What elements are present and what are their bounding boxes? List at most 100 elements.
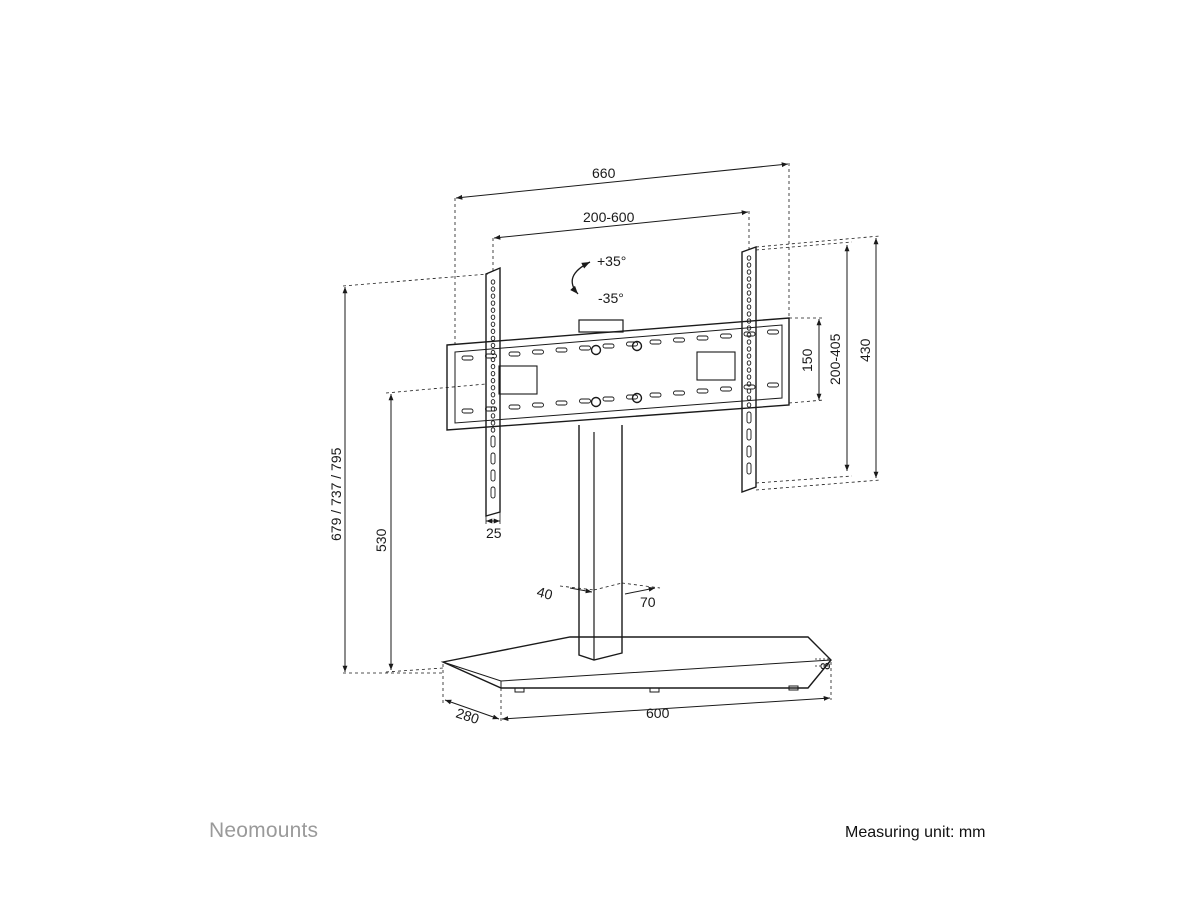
plate-slot <box>720 386 732 392</box>
mount-slot <box>746 462 752 475</box>
dim-label-plate-height: 150 <box>799 348 815 372</box>
plate-slot <box>532 349 544 355</box>
plate-slot <box>508 404 521 410</box>
mount-hole <box>490 328 496 334</box>
plate-slot <box>743 331 756 337</box>
mount-hole <box>490 349 496 356</box>
plate-slot <box>649 392 662 398</box>
mount-hole <box>746 388 752 394</box>
dim-line-column-height <box>385 383 487 673</box>
plate-slot <box>579 398 591 404</box>
mount-hole <box>490 286 496 292</box>
mount-hole <box>746 297 752 303</box>
dim-label-base-thickness: 8 <box>817 662 833 670</box>
dim-label-total-height: 430 <box>857 338 873 362</box>
mount-hole <box>490 307 496 313</box>
mount-slot <box>746 411 752 424</box>
dim-label-column-depth: 40 <box>535 583 554 603</box>
mount-hole <box>746 367 752 373</box>
plate-slot <box>555 400 568 406</box>
mount-hole <box>746 262 752 268</box>
plate-slot <box>673 337 685 343</box>
plate-slots <box>461 329 779 414</box>
mount-hole <box>490 392 496 398</box>
dim-label-column-width: 70 <box>640 594 656 610</box>
mount-hole <box>490 342 496 349</box>
base-plate <box>440 636 832 693</box>
mount-hole <box>490 378 496 384</box>
mount-hole <box>490 321 496 327</box>
mount-hole <box>490 363 496 370</box>
dim-label-vesa-width: 200-600 <box>583 209 635 225</box>
mount-hole <box>490 370 496 377</box>
mount-hole <box>746 339 752 345</box>
mount-hole <box>490 293 496 299</box>
mount-hole <box>746 374 752 380</box>
mount-slot <box>490 452 496 465</box>
brand-logo: Neomounts <box>209 819 319 842</box>
vertical-arm-left <box>485 266 501 517</box>
plate-slot <box>532 402 544 408</box>
dim-line-total-height <box>755 235 881 491</box>
dim-line-base-width <box>501 662 832 722</box>
horizontal-plate <box>446 317 790 431</box>
mount-hole <box>490 427 496 433</box>
plate-slot <box>579 345 591 351</box>
dim-line-vesa-width <box>492 210 750 272</box>
plate-slot <box>767 382 779 388</box>
plate-slot <box>602 396 615 402</box>
mount-hole <box>490 413 496 419</box>
dim-label-column-height: 530 <box>373 528 389 552</box>
mount-hole <box>746 269 752 275</box>
plate-slot <box>696 335 709 341</box>
dim-line-plate-height <box>788 317 825 404</box>
dim-line-base-depth <box>442 664 502 722</box>
plate-slot <box>485 353 497 359</box>
mount-hole <box>490 420 496 426</box>
mount-hole <box>746 290 752 296</box>
tilt-arrow-icon <box>570 261 591 295</box>
mount-slot <box>490 435 496 448</box>
tilt-up-label: +35° <box>597 253 626 269</box>
mount-hole <box>746 346 752 352</box>
vertical-arm-right <box>741 246 757 493</box>
column <box>578 425 623 661</box>
mount-hole <box>746 402 752 408</box>
plate-slot <box>555 347 568 353</box>
dim-label-total-width: 660 <box>592 165 616 181</box>
measuring-unit-note: Measuring unit: mm <box>845 824 986 841</box>
mount-hole <box>746 325 752 331</box>
mount-slot <box>746 428 752 441</box>
mount-hole <box>746 332 752 338</box>
mount-hole <box>746 255 752 261</box>
plate-slot <box>767 329 779 335</box>
dim-line-column-section <box>559 582 661 595</box>
mount-hole <box>490 300 496 306</box>
dim-label-stand-height: 679 / 737 / 795 <box>328 447 344 541</box>
plate-slot <box>720 333 732 339</box>
mount-hole <box>746 318 752 324</box>
mount-hole <box>490 399 496 405</box>
tilt-down-label: -35° <box>598 290 624 306</box>
dim-line-vesa-height <box>755 241 853 484</box>
dim-line-total-width <box>454 162 790 345</box>
mount-hole <box>746 395 752 401</box>
mount-hole <box>490 385 496 391</box>
dim-label-vesa-height: 200-405 <box>827 333 843 385</box>
mount-hole <box>490 406 496 412</box>
mount-hole <box>746 360 752 366</box>
mount-hole <box>746 283 752 289</box>
mount-hole <box>490 335 496 342</box>
mount-hole <box>746 276 752 282</box>
plate-slot <box>649 339 662 345</box>
mount-hole <box>490 279 496 285</box>
mount-slot <box>490 469 496 482</box>
dim-line-base-thickness <box>815 658 830 667</box>
plate-slot <box>673 390 685 396</box>
dim-label-bracket-width: 25 <box>486 525 502 541</box>
plate-slot <box>602 343 615 349</box>
dim-label-base-width: 600 <box>646 705 670 721</box>
mount-hole <box>490 356 496 363</box>
plate-slot <box>461 408 474 414</box>
